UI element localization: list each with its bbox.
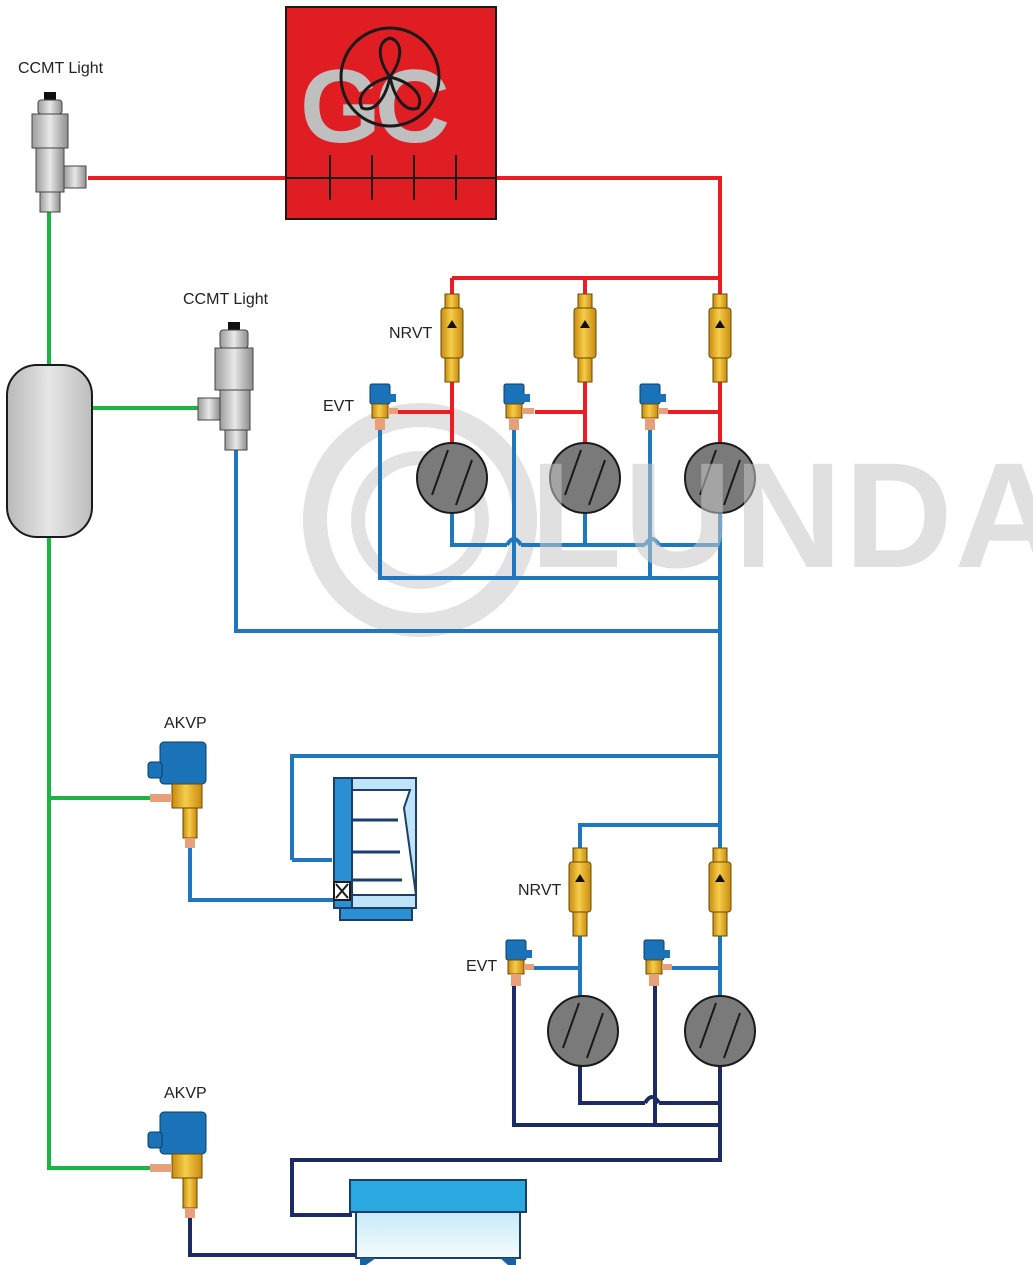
gas-cooler: GC	[285, 6, 497, 220]
evt-valve	[369, 383, 398, 430]
nrvt-valves-mt	[440, 293, 732, 383]
evt-mt-label: EVT	[323, 398, 355, 415]
akvp-valve-mt	[147, 741, 207, 848]
evt-lt-label: EVT	[466, 958, 498, 975]
evt-valve	[503, 383, 534, 430]
evt-valve	[505, 939, 534, 986]
watermark	[303, 403, 537, 637]
freezer-cabinet	[349, 1179, 527, 1265]
compressor-icon	[684, 995, 756, 1067]
evt-valves-lt	[505, 939, 672, 986]
nrvt-valves-lt	[568, 847, 732, 937]
akvp-lt-label: AKVP	[164, 1085, 207, 1102]
nrvt-lt-label: NRVT	[518, 882, 562, 899]
mt-suction-lines	[188, 430, 722, 1020]
compressor-icon	[416, 442, 488, 514]
evt-valve	[639, 383, 668, 430]
nrvt-valve	[708, 293, 732, 383]
liquid-lines	[47, 212, 200, 1170]
nrvt-valve	[440, 293, 464, 383]
akvp-valve-lt	[147, 1111, 207, 1218]
display-case	[333, 777, 418, 921]
ccmt-mid-label: CCMT Light	[183, 291, 269, 308]
compressors-lt	[547, 995, 756, 1067]
receiver-tank	[6, 364, 93, 538]
compressors-mt	[416, 442, 756, 514]
ccmt-valve-mid	[197, 322, 254, 451]
hot-gas-lines	[88, 176, 722, 445]
compressor-icon	[549, 442, 621, 514]
akvp-mt-label: AKVP	[164, 715, 207, 732]
nrvt-valve	[573, 293, 597, 383]
compressor-icon	[547, 995, 619, 1067]
ccmt-valve-top	[31, 92, 87, 213]
ccmt-top-label: CCMT Light	[18, 60, 104, 77]
fan-icon	[358, 36, 422, 111]
fan-icon-circle	[339, 26, 441, 128]
evt-valve	[643, 939, 672, 986]
lt-suction-lines	[188, 985, 722, 1257]
nrvt-mt-label: NRVT	[389, 325, 433, 342]
nrvt-valve	[708, 847, 732, 937]
evt-valves-mt	[369, 383, 668, 430]
watermark-ring-inner	[351, 451, 489, 589]
nrvt-valve	[568, 847, 592, 937]
watermark-text: LUNDA	[530, 431, 1033, 599]
compressor-icon	[684, 442, 756, 514]
watermark-ring-outer	[303, 403, 537, 637]
